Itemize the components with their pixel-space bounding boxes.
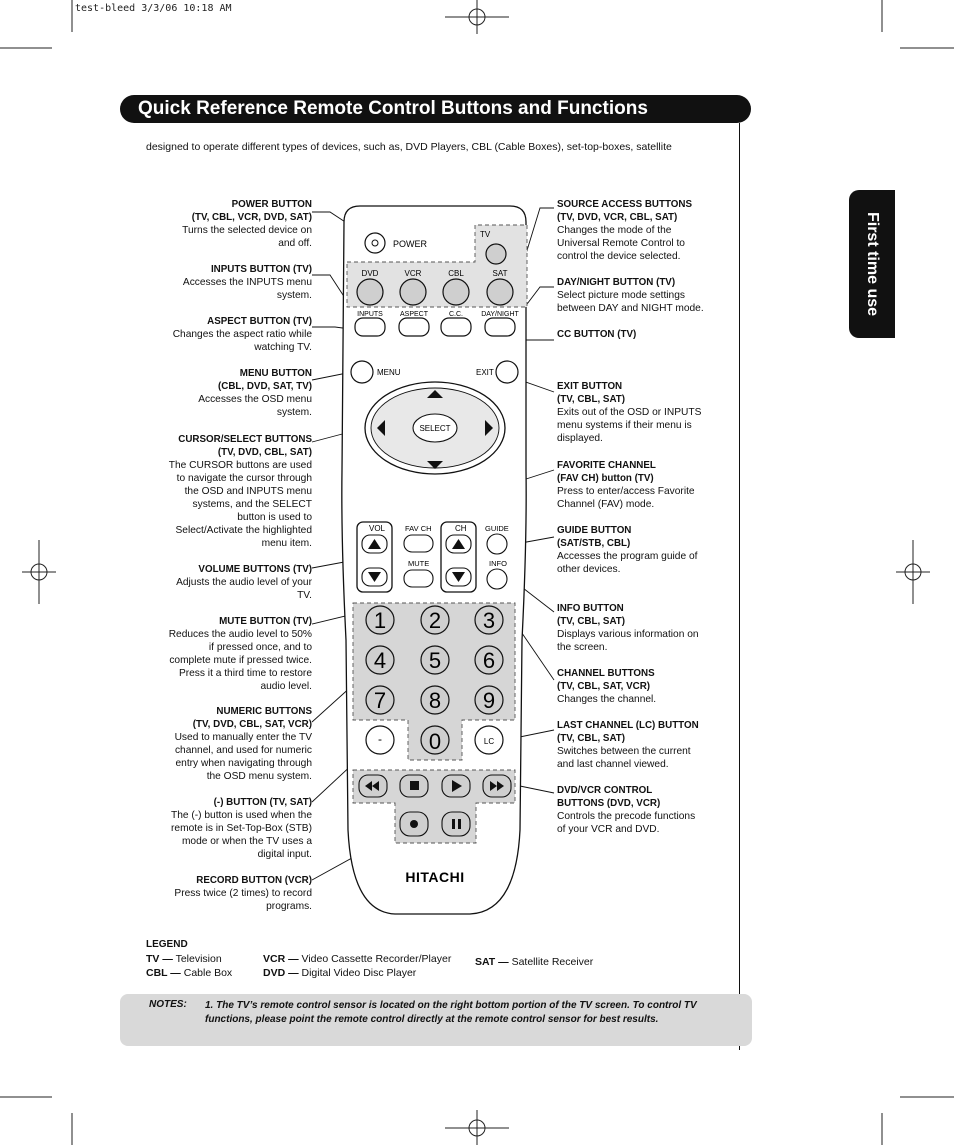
function-button (441, 318, 471, 336)
source-label: SAT (493, 269, 508, 278)
legend-abbr: DVD — (263, 967, 299, 979)
source-button-dvd (357, 279, 383, 305)
notes-text: 1. The TV’s remote control sensor is loc… (205, 999, 725, 1027)
numeric-buttons: 1 2 3 4 5 6 7 8 9 (366, 606, 503, 714)
legend-text: Video Cassette Recorder/Player (302, 953, 452, 965)
legend-text: Digital Video Disc Player (302, 967, 417, 979)
guide-label: GUIDE (485, 524, 509, 533)
notes-label: NOTES: (149, 999, 187, 1010)
exit-button (496, 361, 518, 383)
digit-label: 8 (429, 688, 441, 713)
function-label: DAY/NIGHT (481, 311, 519, 318)
function-button (485, 318, 515, 336)
legend-col-3: SAT — Satellite Receiver (475, 955, 593, 969)
source-label: VCR (405, 269, 422, 278)
guide-button (487, 534, 507, 554)
dash-label: - (378, 732, 382, 746)
source-button-cbl (443, 279, 469, 305)
tv-source-label: TV (480, 230, 491, 239)
digit-label: 3 (483, 608, 495, 633)
stop-icon (410, 781, 419, 790)
menu-label: MENU (377, 368, 401, 377)
brand-logo: HITACHI (405, 869, 464, 885)
power-label: POWER (393, 239, 428, 249)
ch-label: CH (455, 524, 467, 533)
mute-button (404, 570, 433, 587)
pause-icon (452, 819, 455, 829)
source-button-vcr (400, 279, 426, 305)
pause-button (442, 812, 470, 836)
function-label: INPUTS (357, 311, 383, 318)
select-label: SELECT (419, 424, 450, 433)
legend: LEGEND (146, 938, 188, 952)
info-label: INFO (489, 559, 507, 568)
digit-label: 9 (483, 688, 495, 713)
fav-ch-label: FAV CH (405, 524, 432, 533)
digit-label: 2 (429, 608, 441, 633)
function-label: C.C. (449, 311, 463, 318)
legend-abbr: VCR — (263, 953, 299, 965)
record-icon (410, 820, 418, 828)
tv-source-button (486, 244, 506, 264)
digit-label: 6 (483, 648, 495, 673)
legend-text: Satellite Receiver (512, 956, 594, 968)
source-button-sat (487, 279, 513, 305)
legend-col-2: VCR — Video Cassette Recorder/Player DVD… (263, 952, 451, 980)
function-button (355, 318, 385, 336)
digit-label: 4 (374, 648, 386, 673)
digit-label: 1 (374, 608, 386, 633)
legend-abbr: TV — (146, 953, 173, 965)
info-button (487, 569, 507, 589)
lc-label: LC (484, 737, 494, 746)
function-label: ASPECT (400, 311, 429, 318)
power-button (365, 233, 385, 253)
digit-label: 7 (374, 688, 386, 713)
legend-abbr: CBL — (146, 967, 181, 979)
menu-button (351, 361, 373, 383)
digit-label: 5 (429, 648, 441, 673)
legend-col-1: TV — Television CBL — Cable Box (146, 952, 232, 980)
mute-label: MUTE (408, 559, 429, 568)
function-button (399, 318, 429, 336)
legend-heading: LEGEND (146, 938, 188, 952)
vol-label: VOL (369, 524, 386, 533)
source-label: CBL (448, 269, 464, 278)
exit-label: EXIT (476, 368, 494, 377)
legend-abbr: SAT — (475, 956, 509, 968)
fav-ch-button (404, 535, 433, 552)
legend-text: Cable Box (184, 967, 232, 979)
zero-label: 0 (429, 729, 441, 754)
source-label: DVD (362, 269, 379, 278)
legend-text: Television (176, 953, 222, 965)
